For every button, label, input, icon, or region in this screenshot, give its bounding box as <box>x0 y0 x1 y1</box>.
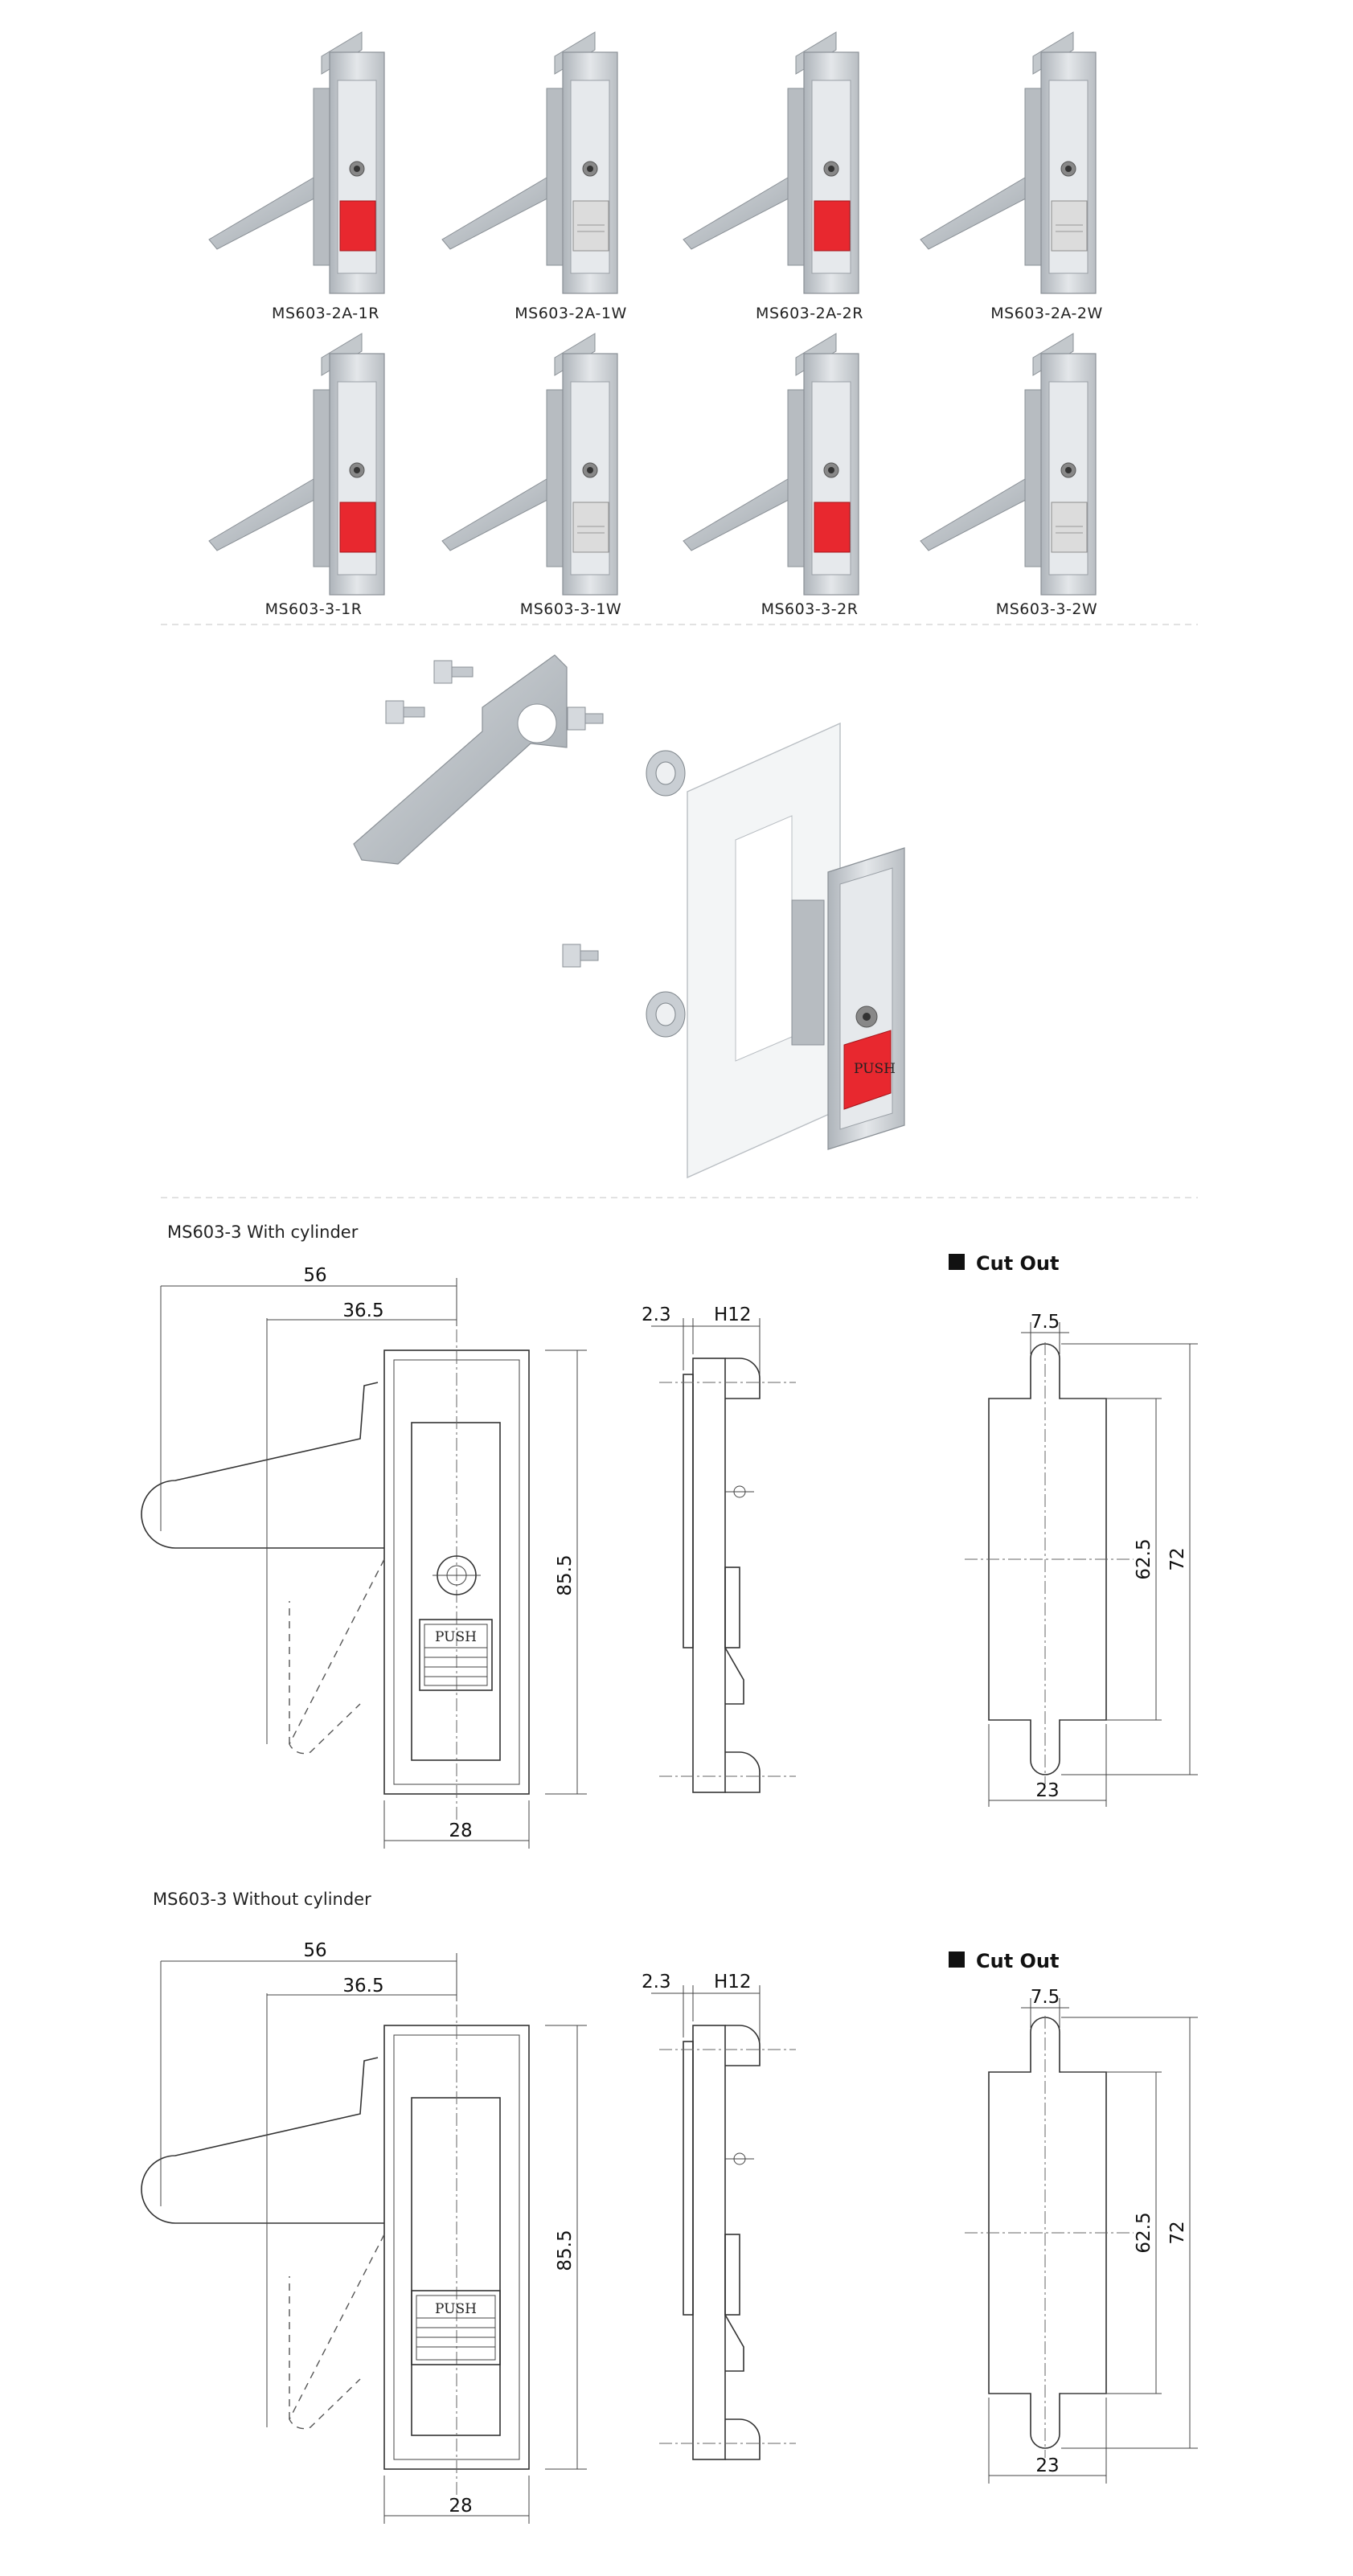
product-ms603-2a-1r <box>208 31 385 294</box>
push-button-red <box>843 1030 892 1110</box>
dim-flange: 2.3 <box>642 1304 671 1325</box>
bullet-icon <box>949 1951 965 1968</box>
drawing-without-cylinder: MS603-3 Without cylinder PUSH 56 36.5 85… <box>141 1890 1198 2524</box>
front-view: PUSH <box>141 1960 530 2508</box>
dim-body-width: 28 <box>449 2496 472 2517</box>
push-label: PUSH <box>435 1629 477 1645</box>
dim-inner-height: 62.5 <box>1134 2212 1154 2253</box>
product-label: MS603-3-2W <box>996 600 1097 618</box>
cutout: Cut Out 7.5 62.5 72 23 <box>949 1252 1198 1807</box>
product-label: MS603-3-2R <box>761 600 859 618</box>
dim-outer-height: 72 <box>1167 2221 1188 2244</box>
product-ms603-3-1w <box>441 333 618 596</box>
dim-height: 85.5 <box>555 2230 576 2271</box>
bullet-icon <box>949 1254 965 1270</box>
dim-overall-width: 56 <box>303 1265 326 1286</box>
exploded-view: PUSH <box>353 654 905 1179</box>
nut-icon <box>646 750 686 797</box>
product-ms603-2a-2w <box>920 31 1097 294</box>
button-label: PUSH <box>854 1061 896 1077</box>
product-label: MS603-3-1W <box>520 600 621 618</box>
dimensions: 56 36.5 85.5 28 <box>160 1265 587 1849</box>
push-button <box>411 2290 501 2365</box>
section-title: MS603-3 With cylinder <box>167 1222 359 1242</box>
dim-h12: H12 <box>714 1972 752 1992</box>
section-title: MS603-3 Without cylinder <box>153 1890 371 1909</box>
product-label: MS603-2A-2R <box>756 305 863 322</box>
screw-icon <box>433 660 474 684</box>
product-label: MS603-2A-1W <box>515 305 626 322</box>
dim-height: 85.5 <box>555 1554 576 1595</box>
dim-slot-width: 7.5 <box>1031 1312 1060 1333</box>
side-view: 2.3 H12 <box>642 1972 796 2460</box>
dim-inner-height: 62.5 <box>1134 1538 1154 1579</box>
nut-icon <box>646 991 686 1038</box>
dim-width: 23 <box>1035 2455 1059 2476</box>
push-label: PUSH <box>435 2301 477 2317</box>
product-ms603-3-2w <box>920 333 1097 596</box>
screw-icon <box>562 944 599 968</box>
dim-outer-height: 72 <box>1167 1547 1188 1571</box>
dim-handle-offset: 36.5 <box>342 1300 383 1321</box>
product-ms603-2a-1w <box>441 31 618 294</box>
screw-icon <box>385 700 425 724</box>
product-ms603-3-2r <box>683 333 859 596</box>
product-label: MS603-2A-2W <box>990 305 1102 322</box>
product-ms603-2a-2r <box>683 31 859 294</box>
front-view: PUSH <box>141 1285 530 1833</box>
cutout-title: Cut Out <box>976 1950 1060 1972</box>
dim-handle-offset: 36.5 <box>342 1976 383 1997</box>
drawing-with-cylinder: MS603-3 With cylinder PUSH 56 36.5 <box>141 1222 1198 1849</box>
product-label: MS603-2A-1R <box>272 305 379 322</box>
push-button <box>419 1619 493 1691</box>
product-ms603-3-1r <box>208 333 385 596</box>
product-grid: MS603-2A-1R MS603-2A-1W MS603-2A-2R MS60… <box>208 31 1102 618</box>
dim-flange: 2.3 <box>642 1972 671 1992</box>
handle-plate <box>353 654 568 865</box>
cutout: Cut Out 7.5 62.5 72 23 <box>949 1950 1198 2484</box>
dim-width: 23 <box>1035 1780 1059 1801</box>
product-label: MS603-3-1R <box>265 600 363 618</box>
dim-h12: H12 <box>714 1304 752 1325</box>
side-view: 2.3 H12 <box>642 1304 796 1793</box>
cutout-title: Cut Out <box>976 1252 1060 1275</box>
dim-slot-width: 7.5 <box>1031 1987 1060 2008</box>
screw-icon <box>567 706 604 731</box>
dim-body-width: 28 <box>449 1820 472 1841</box>
dimensions: 56 36.5 85.5 28 <box>160 1940 587 2524</box>
dim-overall-width: 56 <box>303 1940 326 1961</box>
